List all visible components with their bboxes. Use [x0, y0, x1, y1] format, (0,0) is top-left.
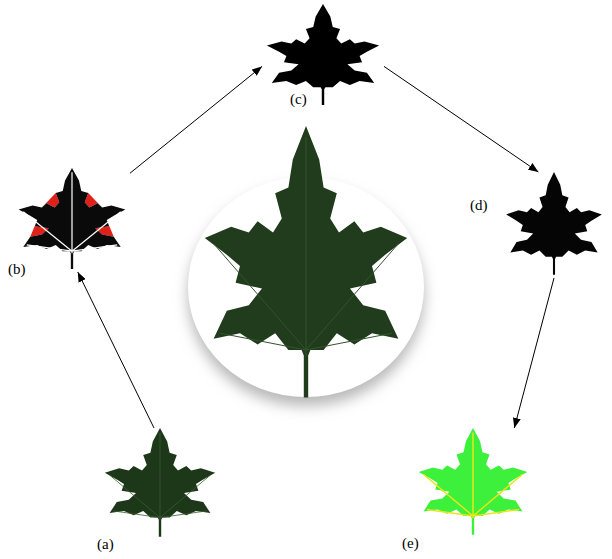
leaf-shape — [506, 172, 602, 275]
leaf-node: (c) — [262, 4, 384, 108]
panel-label: (c) — [290, 92, 307, 107]
leaf-veins-yellow — [306, 137, 398, 355]
leaf-segmented-half — [306, 126, 407, 398]
process-arrow — [130, 66, 262, 173]
leaf-shape — [105, 428, 215, 537]
panel-label: (b) — [8, 262, 26, 277]
leaf-veins-dark — [214, 137, 306, 355]
leaf-node: (b) — [14, 168, 130, 272]
leaf-binary — [262, 4, 384, 108]
process-arrow — [514, 278, 554, 428]
process-arrow — [384, 66, 538, 172]
leaf-veins — [23, 172, 120, 253]
panel-label: (e) — [402, 536, 419, 551]
leaf-shape — [19, 168, 126, 269]
leaf-node: (d) — [502, 172, 606, 278]
leaf-node: (a) — [100, 428, 220, 540]
leaf-hull — [14, 168, 130, 272]
leaf-veins — [423, 432, 522, 518]
leaf-smoothed — [502, 172, 606, 278]
leaf-original-half — [205, 126, 306, 398]
leaf-original — [100, 428, 220, 540]
leaf-shape — [419, 428, 528, 535]
leaf-node: (e) — [414, 428, 532, 538]
panel-label: (a) — [97, 537, 114, 552]
panel-label: (d) — [470, 198, 488, 213]
process-arrow — [78, 272, 154, 428]
leaf-segmented — [414, 428, 532, 538]
leaf-shape — [267, 4, 379, 105]
leaf-veins — [110, 432, 211, 519]
